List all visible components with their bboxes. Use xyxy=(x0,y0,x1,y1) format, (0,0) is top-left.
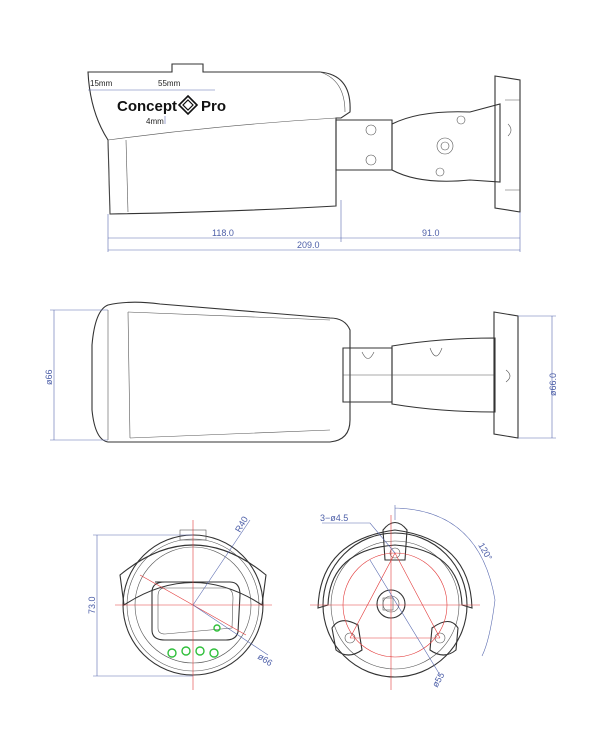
dim-209: 209.0 xyxy=(297,240,320,250)
mount-angle: 120° xyxy=(476,541,494,562)
dia-66-left: ø66 xyxy=(44,369,54,385)
front-height: 73.0 xyxy=(87,596,97,614)
dim-55mm: 55mm xyxy=(158,79,181,88)
brand-name-right: Pro xyxy=(201,98,226,115)
brand-name-left: Concept xyxy=(117,98,177,115)
ir-led-array xyxy=(167,624,221,658)
dim-91: 91.0 xyxy=(422,228,440,238)
front-dia: ø66 xyxy=(256,651,274,668)
mount-holes: 3−ø4.5 xyxy=(320,513,348,523)
dim-4mm: 4mm xyxy=(146,117,164,126)
front-view: R40 73.0 ø66 xyxy=(87,515,274,690)
mount-view: 3−ø4.5 120° ø55 xyxy=(310,505,496,690)
front-radius: R40 xyxy=(233,515,250,534)
mount-dia: ø55 xyxy=(430,671,446,689)
side-view: 15mm 55mm Concept Pro 4mm 118.0 91.0 209… xyxy=(87,63,521,252)
dim-118: 118.0 xyxy=(212,228,234,238)
top-view: ø66 ø66.0 xyxy=(44,301,558,443)
dia-66-right: ø66.0 xyxy=(548,373,558,396)
dim-15mm: 15mm xyxy=(90,79,113,88)
diamond-logo-icon xyxy=(177,94,199,116)
